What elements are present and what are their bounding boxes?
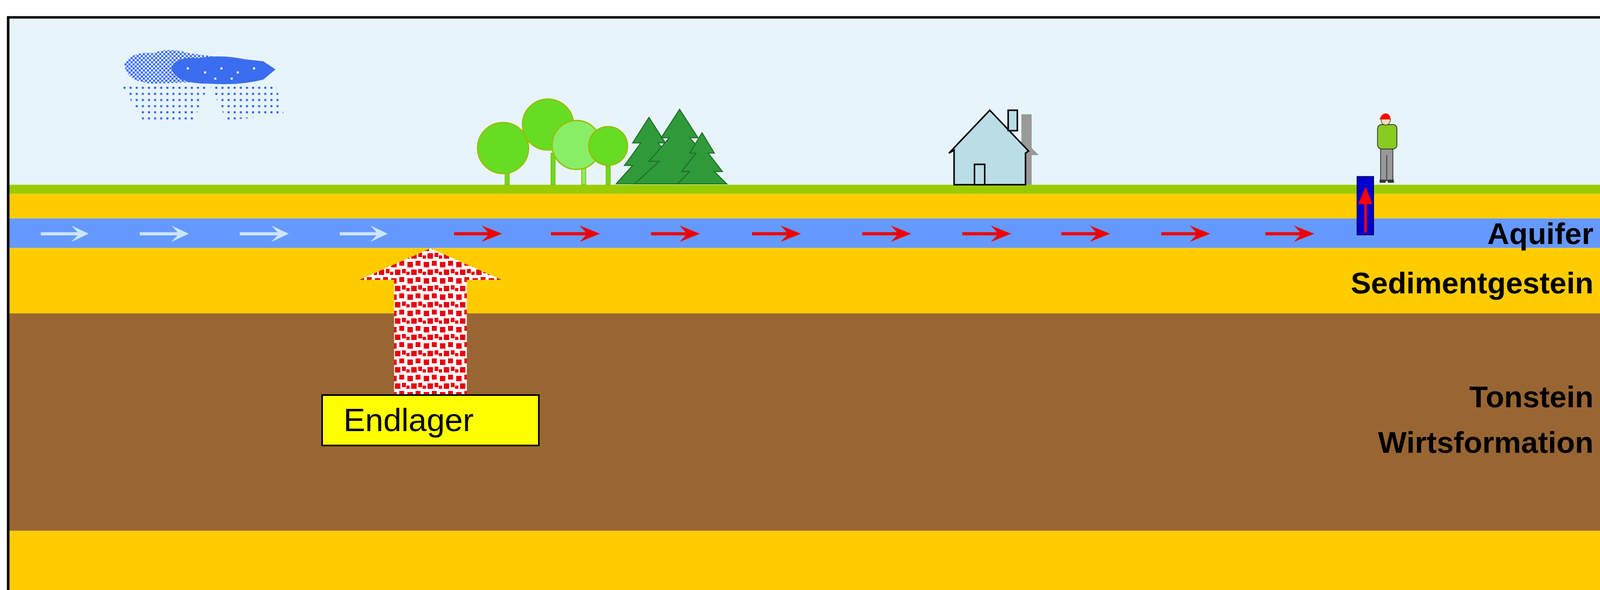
layer-label: Sedimentgestein [1350, 266, 1594, 300]
sediment-band: Sedimentgestein [8, 248, 1600, 314]
cloud-dots [186, 67, 256, 80]
cloud-part [171, 56, 276, 84]
house [948, 109, 1039, 185]
rain [209, 83, 284, 121]
host-rock-band: Tonstein Wirtsformation Endlager [8, 313, 1600, 531]
well [1357, 176, 1374, 235]
repository-box: Endlager [321, 393, 540, 446]
claystone-layer [8, 313, 1600, 531]
contaminated-flow-arrows [454, 225, 1315, 242]
frame [8, 17, 1600, 590]
layer-label: Aquifer [1487, 217, 1594, 250]
aquifer-band: Aquifer [8, 218, 1600, 249]
clean-flow-arrows [40, 225, 388, 242]
trees [477, 99, 727, 185]
layer-label: Tonstein Wirtsformation [1355, 373, 1594, 465]
groundwater-flow-arrows [40, 225, 1314, 242]
person [1377, 113, 1397, 183]
rain-cloud [122, 49, 284, 121]
rain [122, 83, 210, 121]
box-label: Endlager [343, 403, 474, 437]
sediment-layer [8, 247, 1600, 313]
bottom-layer [8, 530, 1600, 590]
release-path-arrow [359, 248, 502, 394]
sky [8, 17, 1600, 590]
